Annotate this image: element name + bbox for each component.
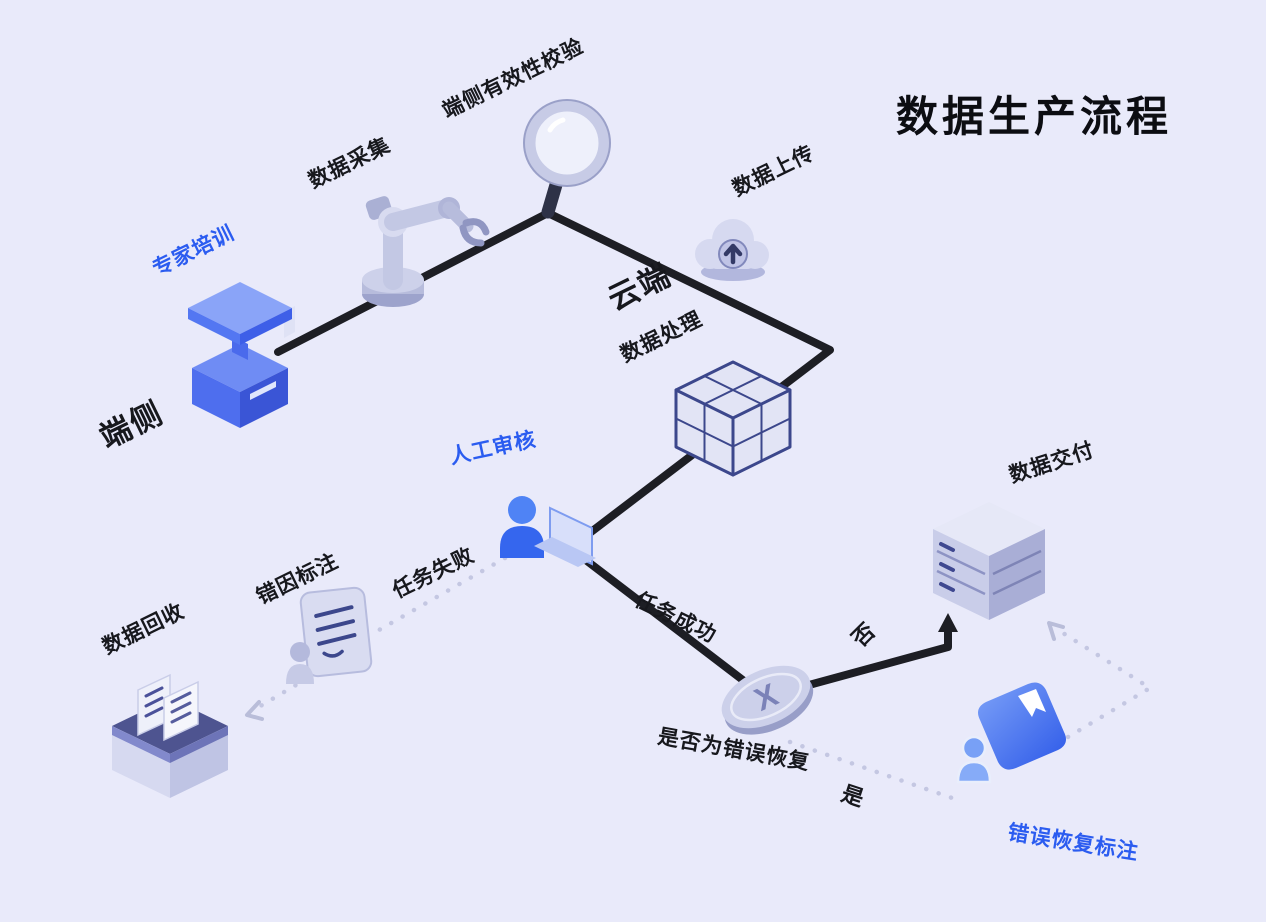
annotation-doc-icon bbox=[286, 586, 373, 684]
diagram-title: 数据生产流程 bbox=[896, 93, 1173, 140]
dotted-line-task-failed bbox=[369, 555, 508, 637]
cloud-upload-icon bbox=[695, 219, 769, 281]
flow-arrowhead-delivery bbox=[938, 613, 958, 632]
recovery-book-icon bbox=[956, 682, 1066, 784]
recycle-box-icon bbox=[112, 673, 228, 798]
dotted-arrowhead-recycle bbox=[245, 700, 264, 721]
robot-arm-icon bbox=[362, 196, 490, 307]
dotted-arrowhead-delivery bbox=[1047, 621, 1065, 641]
server-icon bbox=[933, 502, 1045, 620]
cube-icon bbox=[674, 360, 792, 477]
dotted-line-yes bbox=[787, 739, 961, 803]
reviewer-icon bbox=[500, 496, 596, 567]
decision-ellipse-icon: X bbox=[721, 665, 814, 735]
dotted-line-recovery-to-delivery bbox=[1052, 625, 1153, 740]
magnifier-icon bbox=[523, 99, 611, 219]
podium-icon bbox=[188, 282, 295, 428]
